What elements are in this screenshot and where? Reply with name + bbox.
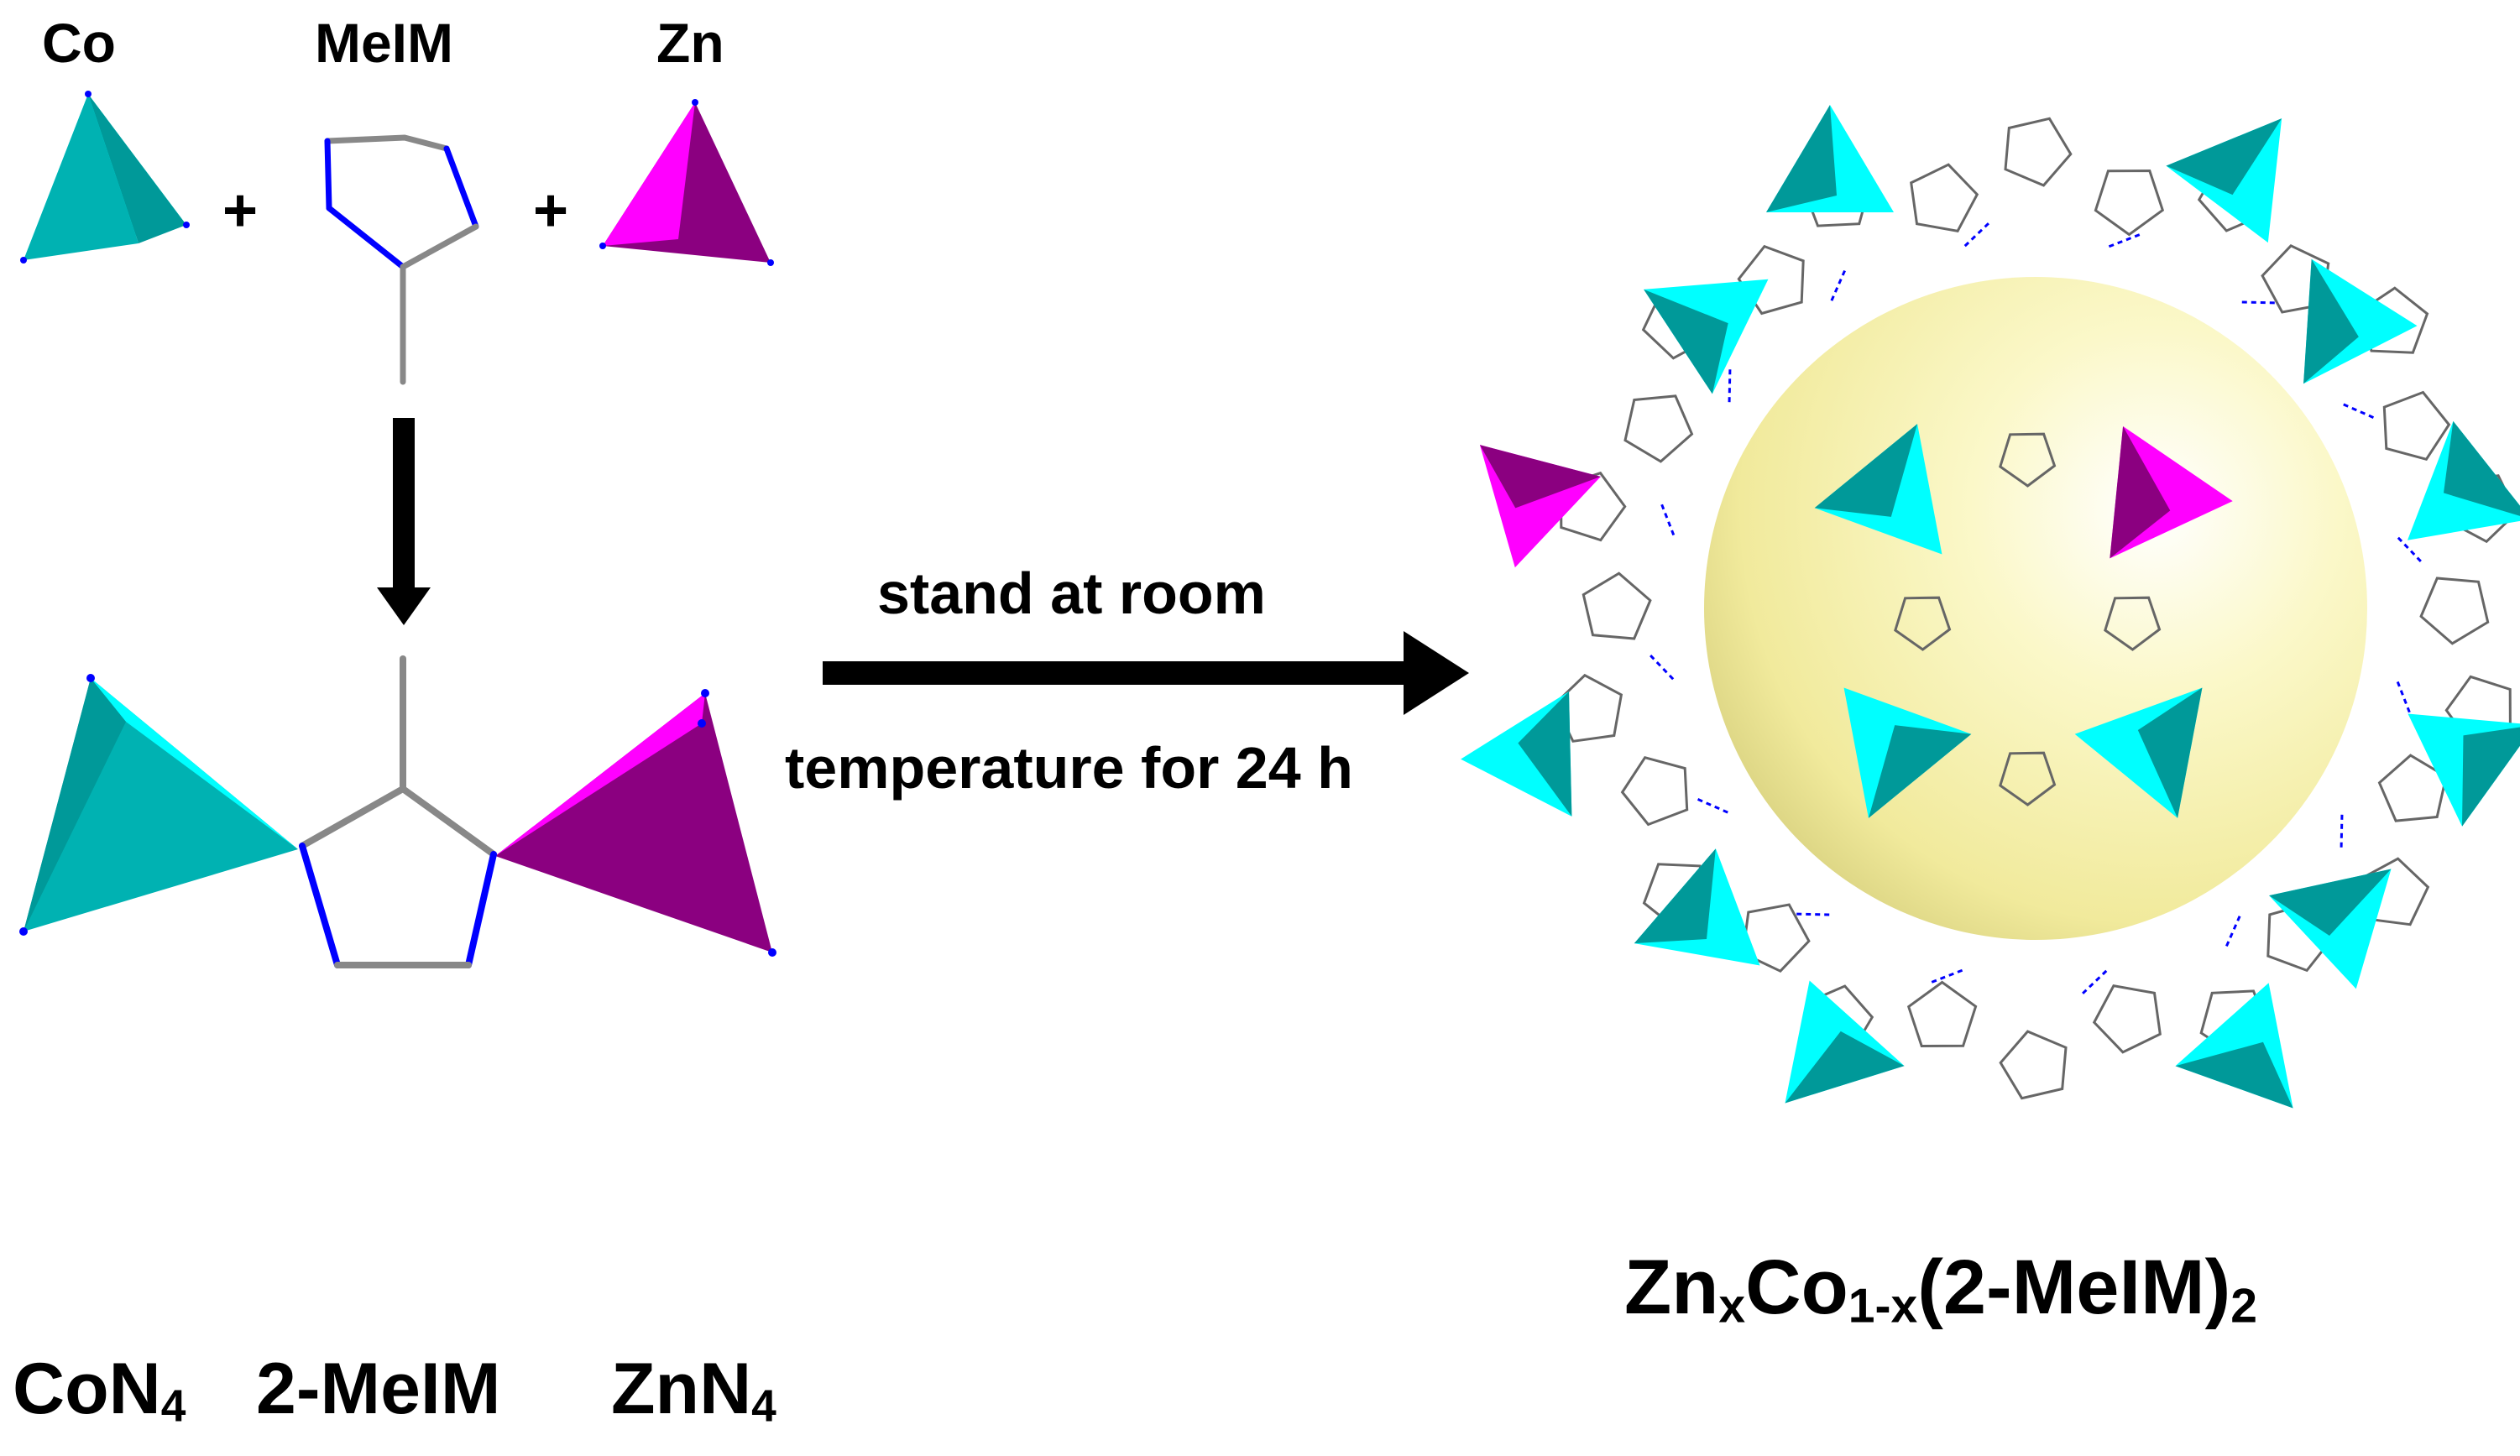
con4-text: CoN — [13, 1349, 161, 1429]
zif-cage-structure-icon — [1461, 105, 2520, 1109]
con4-label: CoN4 — [13, 1353, 186, 1429]
linker-ring — [2094, 169, 2165, 237]
znn4-subscript: 4 — [751, 1381, 776, 1432]
n-bond — [1660, 503, 1676, 536]
co-tetrahedron-icon — [1814, 424, 1942, 555]
linker-ring — [2092, 984, 2162, 1054]
n-bond — [1830, 269, 1847, 301]
linker-ring — [1910, 163, 1979, 232]
n-bond — [1930, 968, 1963, 984]
product-co: Co — [1745, 1245, 1848, 1330]
co-tetrahedron-icon — [2407, 420, 2520, 540]
product-ligand: (2-MeIM) — [1917, 1245, 2231, 1330]
inner-linker-ring — [2104, 596, 2162, 651]
linker-ring — [1741, 903, 1811, 973]
linker-ring — [1582, 571, 1652, 640]
n-bond — [1796, 912, 1830, 916]
product-zn-subscript: x — [1718, 1279, 1746, 1333]
co-meim-zn-unit — [19, 655, 776, 968]
linker-ring — [1623, 394, 1694, 463]
reaction-arrow-icon — [823, 631, 1469, 715]
n-bond — [2340, 814, 2344, 848]
product-formula: ZnxCo1-x(2-MeIM)2 — [1624, 1249, 2257, 1330]
zn-label: Zn — [656, 12, 724, 74]
linker-ring — [1906, 980, 1978, 1048]
znn4-text: ZnN — [611, 1349, 752, 1429]
n-bond — [1697, 797, 1728, 814]
co-tetrahedron-icon — [19, 674, 298, 936]
co-tetrahedron-icon — [1461, 691, 1572, 817]
co-tetrahedron-icon — [2166, 118, 2282, 243]
n-bond — [2241, 300, 2276, 305]
cage-pore-sphere — [1704, 277, 2367, 940]
plus-sign: + — [222, 177, 259, 244]
n-bond — [2396, 681, 2412, 714]
n-bond — [1649, 654, 1675, 681]
znn4-label: ZnN4 — [611, 1353, 776, 1429]
co-tetrahedron-icon — [2269, 869, 2392, 989]
zn-tetrahedron-icon — [1479, 445, 1601, 568]
co-tetrahedron-icon — [2175, 983, 2293, 1109]
linker-ring — [2004, 117, 2073, 187]
co-tetrahedron-icon — [1785, 980, 1905, 1104]
con4-subscript: 4 — [160, 1381, 186, 1432]
linker-ring — [1620, 755, 1689, 827]
meim-label: MeIM — [315, 12, 453, 74]
n-bond — [2397, 536, 2423, 563]
reaction-condition-line1: stand at room — [877, 561, 1266, 626]
linker-ring — [2419, 577, 2490, 645]
co-tetrahedron-icon — [2303, 258, 2418, 384]
plus-sign: + — [533, 177, 569, 244]
n-bond — [2343, 403, 2375, 420]
co-tetrahedron-icon — [2408, 713, 2520, 827]
linker-ring — [1737, 244, 1805, 316]
product-co-subscript: 1-x — [1848, 1279, 1918, 1333]
linker-ring — [1553, 673, 1623, 743]
linker-ring — [2382, 390, 2451, 462]
co-tetrahedron-icon — [20, 91, 190, 264]
n-bond — [1963, 222, 1990, 248]
down-arrow-icon — [377, 418, 431, 625]
meim-bottom-label: 2-MeIM — [256, 1349, 501, 1429]
zn-tetrahedron-icon — [599, 99, 774, 266]
reaction-condition-line2: temperature for 24 h — [785, 735, 1353, 801]
co-tetrahedron-icon — [1766, 105, 1894, 212]
inner-linker-ring — [1894, 596, 1952, 651]
zn-tetrahedron-icon — [495, 689, 776, 957]
meim-ring-icon — [324, 134, 479, 385]
meim-bridge-icon — [299, 655, 497, 968]
co-tetrahedron-icon — [2074, 687, 2203, 818]
zn-tetrahedron-icon — [2110, 425, 2233, 559]
inner-linker-ring — [1999, 432, 2057, 488]
n-bond — [2108, 232, 2141, 248]
inner-linker-ring — [1999, 751, 2057, 806]
n-bond — [2081, 969, 2108, 995]
n-bond — [1728, 368, 1732, 403]
co-tetrahedron-icon — [1634, 848, 1760, 966]
product-ligand-subscript: 2 — [2230, 1279, 2257, 1333]
product-zn: Zn — [1624, 1245, 1719, 1330]
cage-tetrahedra — [1461, 105, 2520, 1109]
n-bond — [2225, 916, 2241, 947]
linker-ring — [1999, 1030, 2068, 1100]
co-tetrahedron-icon — [1644, 279, 1769, 394]
co-tetrahedron-icon — [1843, 687, 1972, 818]
co-label: Co — [42, 12, 116, 74]
cage-inner-units — [1894, 432, 2162, 806]
